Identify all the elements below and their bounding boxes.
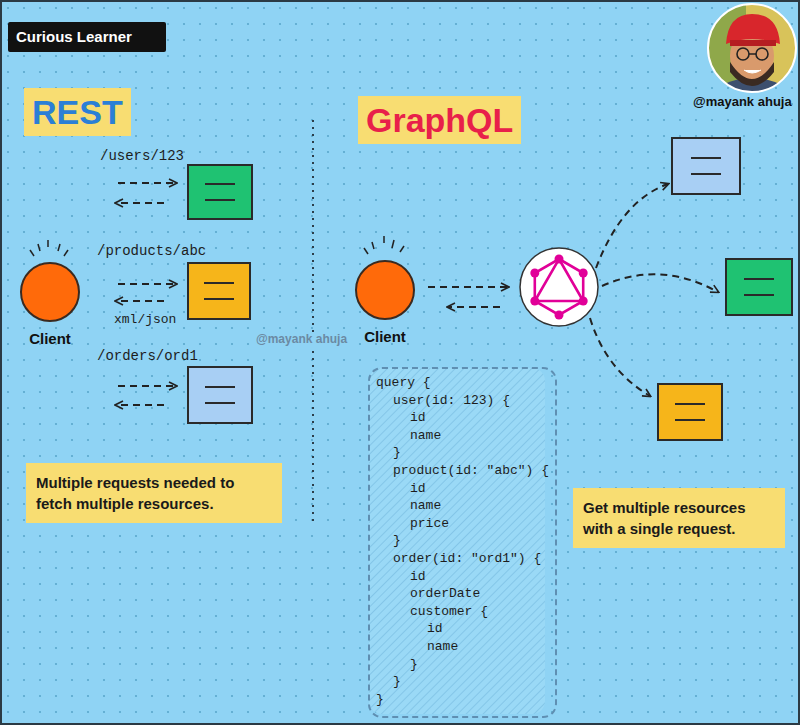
code-line: order(id: "ord1") { bbox=[376, 550, 549, 568]
code-line: id bbox=[376, 568, 549, 586]
title-text: REST bbox=[32, 92, 123, 132]
brand-badge: Curious Learner bbox=[8, 22, 166, 52]
note-box: Multiple requests needed to fetch multip… bbox=[26, 463, 282, 523]
code-line: id bbox=[376, 480, 549, 498]
note-text: Multiple requests needed to fetch multip… bbox=[36, 472, 272, 514]
client-label: Client bbox=[29, 330, 71, 347]
title-box: GraphQL bbox=[358, 96, 521, 144]
brand-text: Curious Learner bbox=[16, 27, 132, 47]
client-circle: Client bbox=[20, 262, 80, 322]
code-line: } bbox=[376, 656, 549, 674]
code-line: query { bbox=[376, 374, 549, 392]
code-line: customer { bbox=[376, 603, 549, 621]
note-text: Get multiple resources with a single req… bbox=[583, 497, 775, 539]
code-line: price bbox=[376, 515, 549, 533]
client-label: Client bbox=[364, 328, 406, 345]
endpoint-label: /users/123 bbox=[100, 148, 184, 164]
code-line: orderDate bbox=[376, 585, 549, 603]
code-line: user(id: 123) { bbox=[376, 392, 549, 410]
code-line: id bbox=[376, 620, 549, 638]
format-label: xml/json bbox=[114, 312, 176, 327]
code-line: name bbox=[376, 638, 549, 656]
code-line: } bbox=[376, 673, 549, 691]
code-line: name bbox=[376, 427, 549, 445]
code-line: } bbox=[376, 444, 549, 462]
query-box: query {user(id: 123) {idname}product(id:… bbox=[368, 367, 557, 718]
title-text: GraphQL bbox=[366, 100, 513, 140]
watermark: @mayank ahuja bbox=[254, 332, 349, 346]
endpoint-label: /products/abc bbox=[97, 243, 206, 259]
code-line: id bbox=[376, 409, 549, 427]
code-line: } bbox=[376, 691, 549, 709]
code-line: name bbox=[376, 497, 549, 515]
title-box: REST bbox=[24, 88, 131, 136]
code-line: product(id: "abc") { bbox=[376, 462, 549, 480]
endpoint-label: /orders/ord1 bbox=[97, 348, 198, 364]
author-handle: @mayank ahuja bbox=[693, 94, 792, 109]
client-circle: Client bbox=[355, 260, 415, 320]
code-line: } bbox=[376, 532, 549, 550]
note-box: Get multiple resources with a single req… bbox=[573, 488, 785, 548]
